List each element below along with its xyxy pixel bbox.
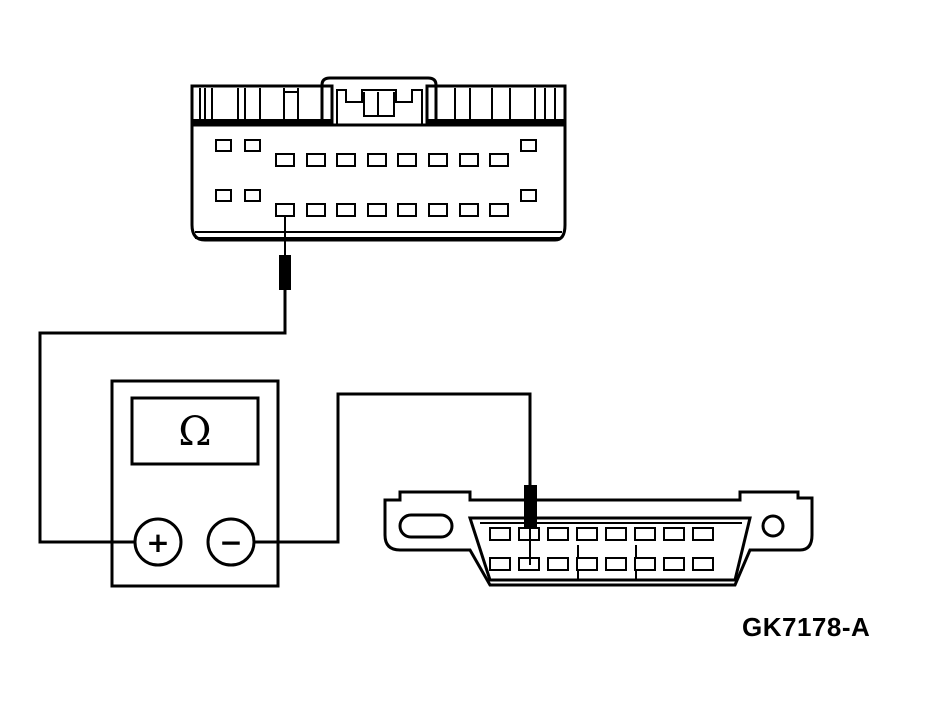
upper-connector-pins — [215, 139, 537, 217]
meter-display — [130, 396, 260, 466]
positive-probe — [279, 255, 291, 290]
figure-id: GK7178-A — [742, 612, 871, 642]
negative-probe — [524, 485, 537, 527]
test-leads — [38, 215, 537, 565]
negative-terminal-label: − — [219, 526, 242, 559]
data-link-connector — [383, 490, 814, 587]
ohmmeter: Ω + − — [110, 379, 280, 588]
upper-connector — [190, 76, 567, 242]
ohm-symbol: Ω — [178, 409, 211, 455]
dlc-pins — [489, 527, 714, 571]
positive-terminal-label: + — [146, 526, 169, 559]
